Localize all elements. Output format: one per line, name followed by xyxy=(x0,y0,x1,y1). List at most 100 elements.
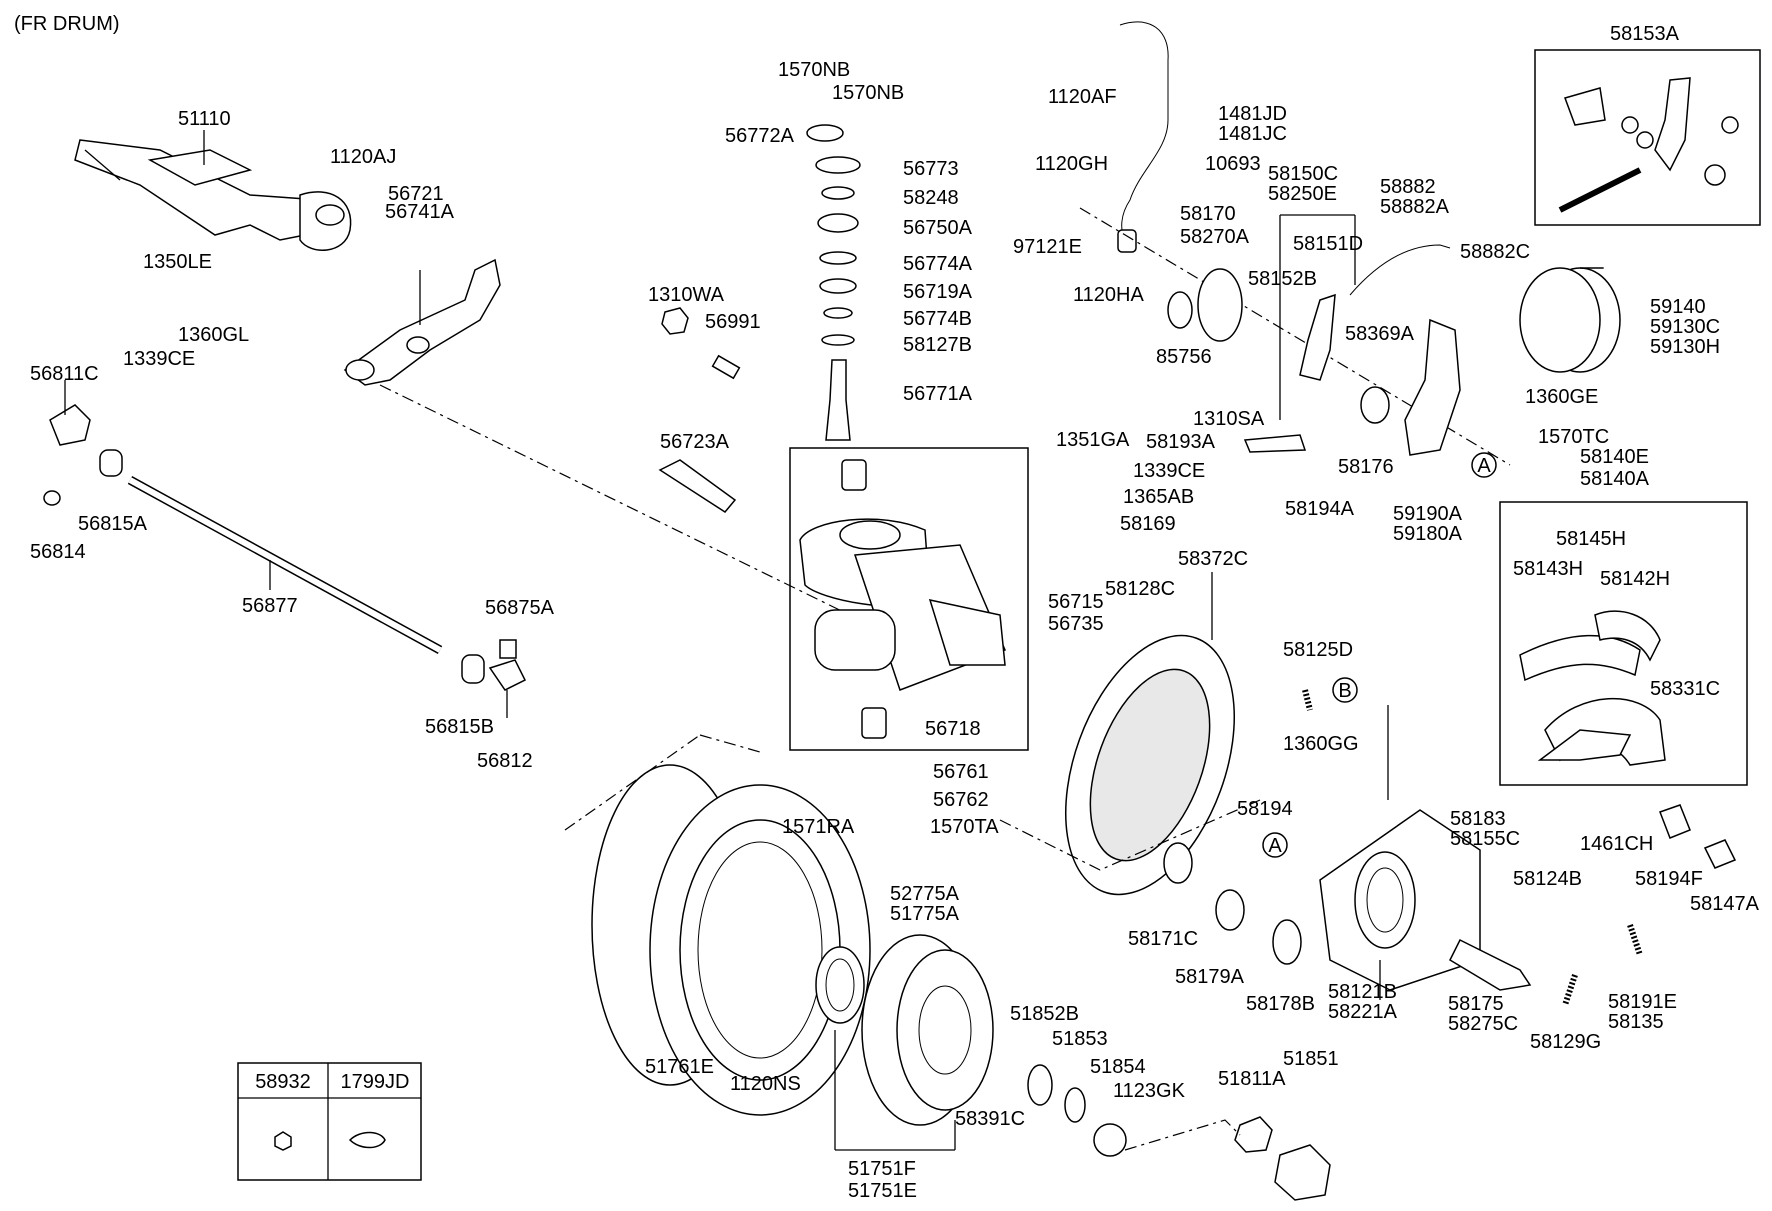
label-58140A: 58140A xyxy=(1580,468,1650,490)
label-1123GK: 1123GK xyxy=(1113,1080,1186,1102)
label-1570NB-a: 1570NB xyxy=(778,59,850,81)
label-1571RA: 1571RA xyxy=(782,816,855,838)
ref-circle-b xyxy=(1332,677,1358,703)
label-1339CE-a: 1339CE xyxy=(123,348,195,370)
label-1310SA: 1310SA xyxy=(1193,408,1265,430)
gasket xyxy=(1360,386,1390,424)
label-58169: 58169 xyxy=(1120,513,1176,535)
label-56772A: 56772A xyxy=(725,125,795,147)
label-1570NB-b: 1570NB xyxy=(832,82,904,104)
label-1120AF: 1120AF xyxy=(1048,86,1117,108)
steering-knuckle xyxy=(799,459,1006,739)
label-1365AB: 1365AB xyxy=(1123,486,1194,508)
nut xyxy=(661,307,689,335)
tie-rod-end-left xyxy=(43,380,123,506)
label-58331C: 58331C xyxy=(1650,678,1720,700)
brake-shoes xyxy=(1519,610,1666,766)
ref-circle-a-2 xyxy=(1262,832,1288,858)
label-58170: 58170 xyxy=(1180,203,1236,225)
label-58194F: 58194F xyxy=(1635,868,1703,890)
plug-icon xyxy=(274,1131,292,1151)
label-58369A: 58369A xyxy=(1345,323,1415,345)
spring xyxy=(1562,974,1578,1006)
label-56991: 56991 xyxy=(705,311,761,333)
axle-beam xyxy=(74,139,352,251)
label-58270A: 58270A xyxy=(1180,226,1250,248)
wheel-hub xyxy=(815,934,994,1126)
label-56815B: 56815B xyxy=(425,716,494,738)
label-1120GH: 1120GH xyxy=(1035,153,1108,175)
label-56741A: 56741A xyxy=(385,201,455,223)
ref-circle-a-1 xyxy=(1471,452,1497,478)
label-58142H: 58142H xyxy=(1600,568,1670,590)
label-56812: 56812 xyxy=(477,750,533,772)
abs-sensor xyxy=(1117,229,1137,253)
grease-nipple xyxy=(711,354,741,380)
label-1339CE-b: 1339CE xyxy=(1133,460,1205,482)
air-hose xyxy=(1349,244,1451,296)
label-58882: 58882 xyxy=(1380,176,1436,198)
label-58882A: 58882A xyxy=(1380,196,1450,218)
label-51851: 51851 xyxy=(1283,1048,1339,1070)
label-58179A: 58179A xyxy=(1175,966,1245,988)
pin xyxy=(1703,839,1737,869)
label-59130H: 59130H xyxy=(1650,336,1720,358)
label-58155C: 58155C xyxy=(1450,828,1520,850)
label-56774B: 56774B xyxy=(903,308,972,330)
label-51854: 51854 xyxy=(1090,1056,1146,1078)
ref-a-2: A xyxy=(1268,835,1282,857)
label-56718: 56718 xyxy=(925,718,981,740)
label-56721: 56721 xyxy=(388,183,444,205)
diagram-title: (FR DRUM) xyxy=(14,13,120,35)
label-51761E: 51761E xyxy=(645,1056,714,1078)
spring xyxy=(1627,924,1643,956)
label-56815A: 56815A xyxy=(78,513,148,535)
label-58191E: 58191E xyxy=(1608,991,1677,1013)
washer xyxy=(1064,1087,1086,1123)
label-51775A: 51775A xyxy=(890,903,960,925)
label-1120HA: 1120HA xyxy=(1073,284,1144,306)
label-58124B: 58124B xyxy=(1513,868,1582,890)
label-58150C: 58150C xyxy=(1268,163,1338,185)
label-59180A: 59180A xyxy=(1393,523,1463,545)
label-56811C: 56811C xyxy=(30,363,99,385)
label-56750A: 56750A xyxy=(903,217,973,239)
label-58135: 58135 xyxy=(1608,1011,1664,1033)
label-58275C: 58275C xyxy=(1448,1013,1518,1035)
label-58125D: 58125D xyxy=(1283,639,1353,661)
camshaft xyxy=(1449,938,1532,991)
label-58194A: 58194A xyxy=(1285,498,1355,520)
dust-shield xyxy=(1064,634,1236,896)
label-58147A: 58147A xyxy=(1690,893,1760,915)
ring xyxy=(1027,1064,1053,1106)
label-51852B: 51852B xyxy=(1010,1003,1079,1025)
label-1360GG: 1360GG xyxy=(1283,733,1359,755)
label-58175: 58175 xyxy=(1448,993,1504,1015)
label-59190A: 59190A xyxy=(1393,503,1463,525)
label-58882C: 58882C xyxy=(1460,241,1530,263)
accessory-table: 58932 1799JD xyxy=(237,1062,422,1181)
label-1350LE: 1350LE xyxy=(143,251,212,273)
label-56773: 56773 xyxy=(903,158,959,180)
label-1570TA: 1570TA xyxy=(930,816,999,838)
label-58127B: 58127B xyxy=(903,334,972,356)
label-51853: 51853 xyxy=(1052,1028,1108,1050)
label-1481JD: 1481JD xyxy=(1218,103,1287,125)
label-59130C: 59130C xyxy=(1650,316,1720,338)
bolt xyxy=(658,459,737,513)
table-col2-label: 1799JD xyxy=(341,1071,410,1093)
label-58221A: 58221A xyxy=(1328,1001,1398,1023)
label-56723A: 56723A xyxy=(660,431,730,453)
label-51110: 51110 xyxy=(178,108,231,130)
abs-sensor-cable xyxy=(1119,21,1169,241)
kit-box-58153A xyxy=(1534,49,1761,226)
pin xyxy=(1659,804,1691,839)
lock-ring xyxy=(1093,1123,1127,1157)
label-58250E: 58250E xyxy=(1268,183,1337,205)
label-56774A: 56774A xyxy=(903,253,973,275)
slack-adjuster xyxy=(1299,293,1336,381)
label-1481JC: 1481JC xyxy=(1218,123,1287,145)
label-51751F: 51751F xyxy=(848,1158,916,1180)
label-51751E: 51751E xyxy=(848,1180,917,1202)
